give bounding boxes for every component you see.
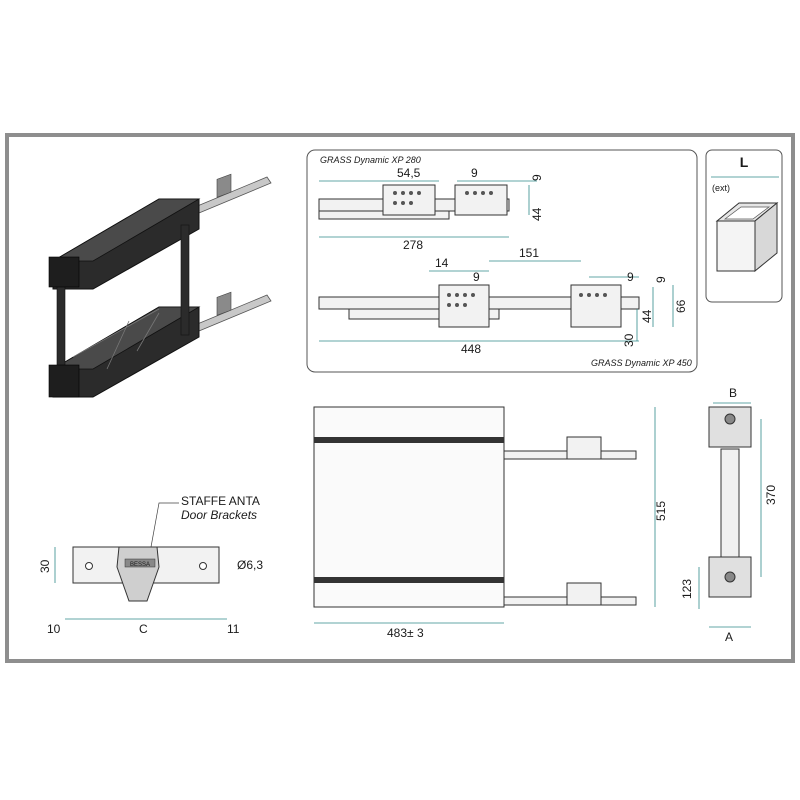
xp450-dim-height-a: 44 [640, 309, 654, 323]
side-view-dim-b: B [729, 386, 737, 400]
xp280-dim-length: 278 [403, 238, 423, 252]
brackets-dim-hole: Ø6,3 [237, 558, 263, 572]
brackets-dim-height: 30 [38, 559, 52, 573]
xp450-dim-height-c: 30 [622, 333, 636, 347]
profile-label-l: L [740, 154, 749, 170]
top-view-drawing: 515 483± 3 [313, 406, 668, 640]
xp450-dim-height-b: 66 [674, 299, 688, 313]
technical-drawing: GRASS Dynamic XP 280 54,5 9 9 44 278 [38, 149, 783, 644]
xp280-dim-hole: 9 [530, 174, 544, 181]
xp280-caption: GRASS Dynamic XP 280 [320, 155, 421, 165]
top-view-dim-depth: 515 [654, 501, 668, 521]
xp450-drawing: 14 9 151 9 9 44 66 30 448 GRASS Dynamic … [318, 246, 692, 368]
brackets-title: STAFFE ANTA [181, 494, 260, 508]
brackets-brand: ВЕSSA [130, 562, 150, 568]
brackets-dim-c: C [139, 622, 148, 636]
profile-label-ext: (ext) [712, 183, 730, 193]
top-view-dim-width: 483± 3 [387, 626, 424, 640]
xp450-dim-offset: 14 [435, 256, 449, 270]
profile-panel: L (ext) [705, 149, 783, 303]
brackets-dim-left: 10 [47, 622, 61, 636]
side-view-dim-123: 123 [680, 579, 694, 599]
xp450-caption: GRASS Dynamic XP 450 [591, 358, 692, 368]
xp280-drawing: GRASS Dynamic XP 280 54,5 9 9 44 278 [318, 155, 544, 252]
basket-3d-illustration [48, 173, 272, 398]
xp450-dim-pitch-left: 9 [473, 270, 480, 284]
xp450-dim-spacing: 151 [519, 246, 539, 260]
brackets-subtitle: Door Brackets [181, 508, 257, 522]
side-view-dim-a: A [725, 630, 733, 644]
xp450-dim-length: 448 [461, 342, 481, 356]
xp450-dim-hole: 9 [654, 276, 668, 283]
xp280-dim-height: 44 [530, 207, 544, 221]
xp280-dim-pitch: 9 [471, 166, 478, 180]
xp450-dim-pitch-right: 9 [627, 270, 634, 284]
drawing-frame: GRASS Dynamic XP 280 54,5 9 9 44 278 [5, 133, 795, 663]
side-view-drawing: B 370 123 A [680, 386, 778, 644]
door-brackets-drawing: STAFFE ANTA Door Brackets ВЕSSA 30 Ø6,3 … [38, 494, 263, 636]
brackets-dim-right: 11 [227, 622, 240, 636]
xp280-dim-offset: 54,5 [397, 166, 421, 180]
side-view-dim-370: 370 [764, 485, 778, 505]
rails-panel [306, 149, 698, 373]
